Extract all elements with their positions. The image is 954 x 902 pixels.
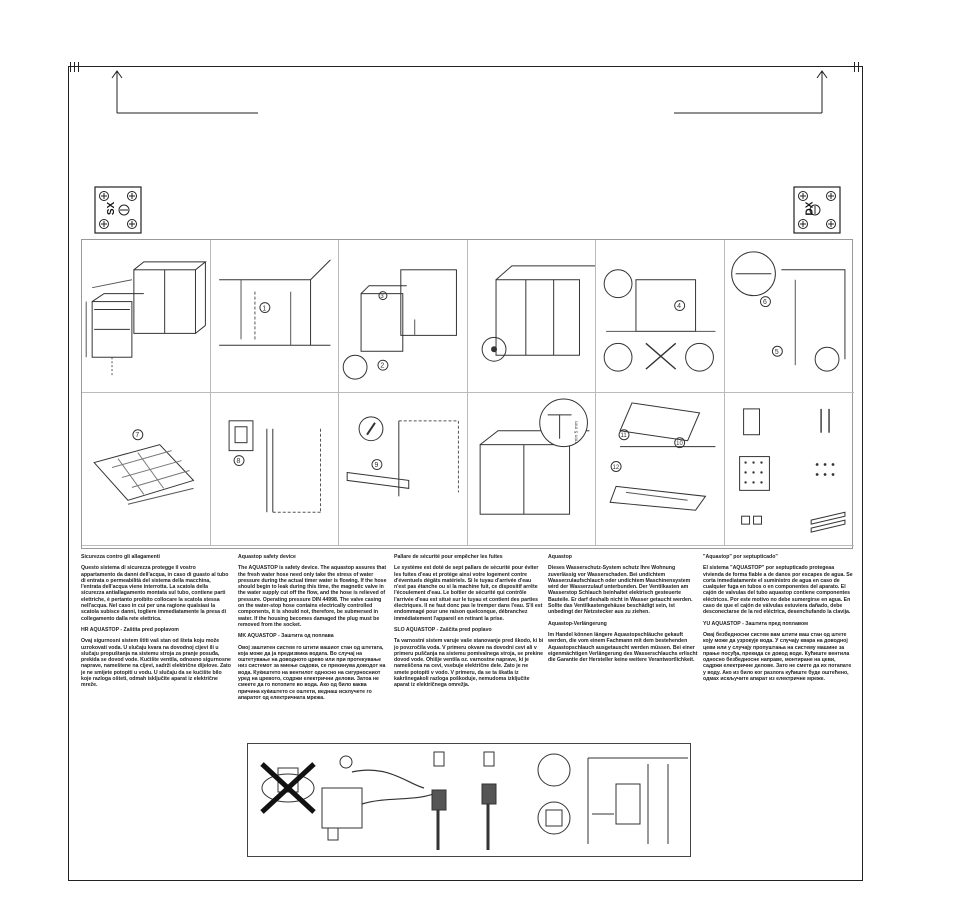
- step-number: 1: [262, 306, 266, 313]
- step-number: 7: [135, 432, 139, 439]
- section-heading: YU AQUASTOP - Заштита пред поплавом: [703, 620, 808, 627]
- section-heading: Aquastop: [548, 554, 572, 560]
- anchor-fixing-figure: 6 5: [731, 251, 846, 372]
- section-heading: Pallare de sécurité pour empêcher les fu…: [394, 554, 503, 560]
- section-body: Dieses Wasserschutz-System schutz Ihre W…: [548, 565, 693, 616]
- accessories-kit-figure: [739, 408, 846, 533]
- hinge-adjustment-figure: 11 10 12: [609, 402, 716, 511]
- step-number: 3: [381, 294, 385, 300]
- crop-mark: [70, 62, 71, 72]
- mounting-plate-icon: [94, 186, 142, 234]
- crop-mark: [78, 62, 79, 72]
- section-body: El sistema "AQUASTOP" por septupticado p…: [703, 565, 853, 616]
- section-body: Le système est doté de sept pallars de s…: [394, 565, 543, 622]
- step-number: 8: [236, 458, 240, 465]
- step-number: 10: [677, 441, 684, 447]
- step-template-sheet: 7: [82, 393, 211, 546]
- step-insert-dishwasher: 3 2: [339, 240, 468, 393]
- aquastop-figure: [260, 751, 688, 850]
- step-hose-drill-hole: 1: [210, 240, 340, 393]
- section-body: Ta varnostni sistem varuje vaše stanovan…: [394, 638, 544, 689]
- section-heading: Aquastop safety device: [238, 554, 296, 560]
- plate-label-right: DX: [804, 201, 816, 216]
- plate-label-left: SX: [106, 201, 118, 216]
- crop-mark: [854, 62, 855, 72]
- text-column-es-yu: "Aquastop" por septupticado" El sistema …: [703, 554, 853, 687]
- crop-mark: [74, 62, 75, 72]
- hose-hole-figure: 1: [218, 259, 331, 346]
- section-body: Questo sistema di sicurezza protegge il …: [81, 565, 229, 622]
- step-accessories-kit: [725, 393, 854, 546]
- step-number: 5: [775, 349, 779, 356]
- hose-routing-arrows: [111, 70, 828, 114]
- step-number: 6: [763, 299, 767, 306]
- plinth-fixing-figure: 9: [346, 416, 460, 497]
- section-heading: SLO AQUASTOP - Zaščita pred poplavo: [394, 626, 492, 633]
- step-align-door: [467, 240, 597, 393]
- water-connection-figure: 4: [604, 269, 716, 372]
- installation-steps-grid: 1 3 2 4: [81, 239, 854, 549]
- section-heading: MK AQUASTOP - Заштита од поплава: [238, 633, 334, 640]
- step-number: 12: [613, 465, 620, 471]
- mounting-plate-right: DX: [793, 186, 841, 234]
- section-heading: HR AQUASTOP - Zaštita pred poplavom: [81, 626, 179, 633]
- plinth-gap-figure: min 5 mm: [479, 398, 590, 515]
- section-heading: "Aquastop" por septupticado": [703, 554, 778, 560]
- step-dishwasher-dimensions: [82, 240, 211, 393]
- step-number: 11: [621, 433, 628, 439]
- insert-dishwasher-figure: 3 2: [342, 269, 458, 380]
- section-body: Овај безбедносни систем вам штити ваш ст…: [703, 631, 852, 683]
- section-heading: Aquastop-Verlängerung: [548, 620, 607, 627]
- section-body: The AQUASTOP is safety device. The aquas…: [238, 565, 387, 628]
- text-column-fr-slo: Pallare de sécurité pour empêcher les fu…: [394, 554, 544, 694]
- step-number: 4: [678, 303, 682, 310]
- step-door-panel-clip: 8: [210, 393, 340, 546]
- mounting-plate-left: SX: [94, 186, 142, 234]
- step-hinge-adjustment: 11 10 12: [596, 393, 725, 546]
- template-sheet-figure: 7: [93, 429, 195, 505]
- crop-mark: [858, 62, 859, 72]
- align-door-figure: [481, 265, 596, 362]
- mounting-plate-icon: [793, 186, 841, 234]
- aquastop-illustration: [247, 743, 691, 857]
- text-column-it-hr: Sicurezza contro gli allagamenti Questo …: [81, 554, 231, 694]
- door-panel-clip-figure: 8: [228, 420, 321, 513]
- step-number: 2: [381, 363, 385, 370]
- section-body: Овој заштитен систем го штити вашиот ста…: [238, 644, 386, 701]
- step-plinth-fixing: 9: [339, 393, 468, 546]
- step-anchor-fixing: 6 5: [725, 240, 854, 393]
- text-column-de: Aquastop Dieses Wasserschutz-System schu…: [548, 554, 698, 668]
- page-border: [68, 66, 863, 881]
- step-number: 9: [375, 462, 379, 469]
- dimension-label: min 5 mm: [573, 421, 579, 443]
- section-heading: Sicurezza contro gli allagamenti: [81, 554, 160, 560]
- step-plinth-gap: min 5 mm: [467, 393, 597, 546]
- step-water-connection: 4: [596, 240, 725, 393]
- section-body: Im Handel können längere Aquastopschläuc…: [548, 631, 698, 664]
- text-column-en-mk: Aquastop safety device The AQUASTOP is s…: [238, 554, 388, 706]
- cabinet-dimensions-figure: [85, 261, 207, 378]
- section-body: Ovaj sigurnosni sistem štiti vaš stan od…: [81, 638, 231, 689]
